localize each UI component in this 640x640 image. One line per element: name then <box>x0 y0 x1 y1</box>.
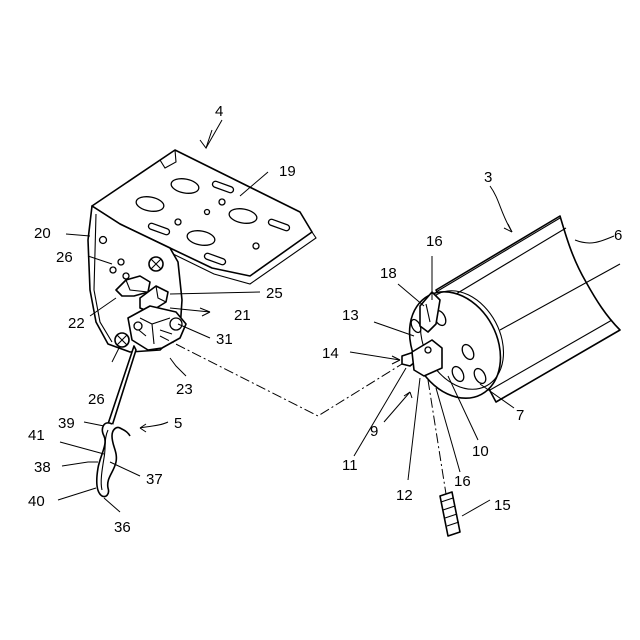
label-37: 37 <box>146 471 163 488</box>
mounting-bracket <box>88 150 316 352</box>
label-41: 41 <box>28 427 45 444</box>
spring-pin <box>97 346 136 497</box>
label-19: 19 <box>279 163 296 180</box>
label-4: 4 <box>215 103 223 120</box>
screw-upper <box>149 257 163 271</box>
label-3: 3 <box>484 169 492 186</box>
label-26-upper: 26 <box>56 249 73 266</box>
label-21: 21 <box>234 307 251 324</box>
label-36: 36 <box>114 519 131 536</box>
label-16-lower: 16 <box>454 473 471 490</box>
label-9: 9 <box>370 423 378 440</box>
axis-line <box>160 336 402 416</box>
set-screw <box>440 492 460 536</box>
label-6: 6 <box>614 227 622 244</box>
label-23: 23 <box>176 381 193 398</box>
label-16-upper: 16 <box>426 233 443 250</box>
label-38: 38 <box>34 459 51 476</box>
label-39: 39 <box>58 415 75 432</box>
label-20: 20 <box>34 225 51 242</box>
label-10: 10 <box>472 443 489 460</box>
screw-lower <box>115 333 129 347</box>
label-22: 22 <box>68 315 85 332</box>
label-13: 13 <box>342 307 359 324</box>
label-26-lower: 26 <box>88 391 105 408</box>
label-31: 31 <box>216 331 233 348</box>
screw-axis-line <box>428 380 446 494</box>
label-11: 11 <box>342 457 358 474</box>
label-25: 25 <box>266 285 283 302</box>
label-12: 12 <box>396 487 413 504</box>
label-15: 15 <box>494 497 511 514</box>
label-14: 14 <box>322 345 339 362</box>
label-40: 40 <box>28 493 45 510</box>
label-5: 5 <box>174 415 182 432</box>
label-18: 18 <box>380 265 397 282</box>
label-7: 7 <box>516 407 524 424</box>
